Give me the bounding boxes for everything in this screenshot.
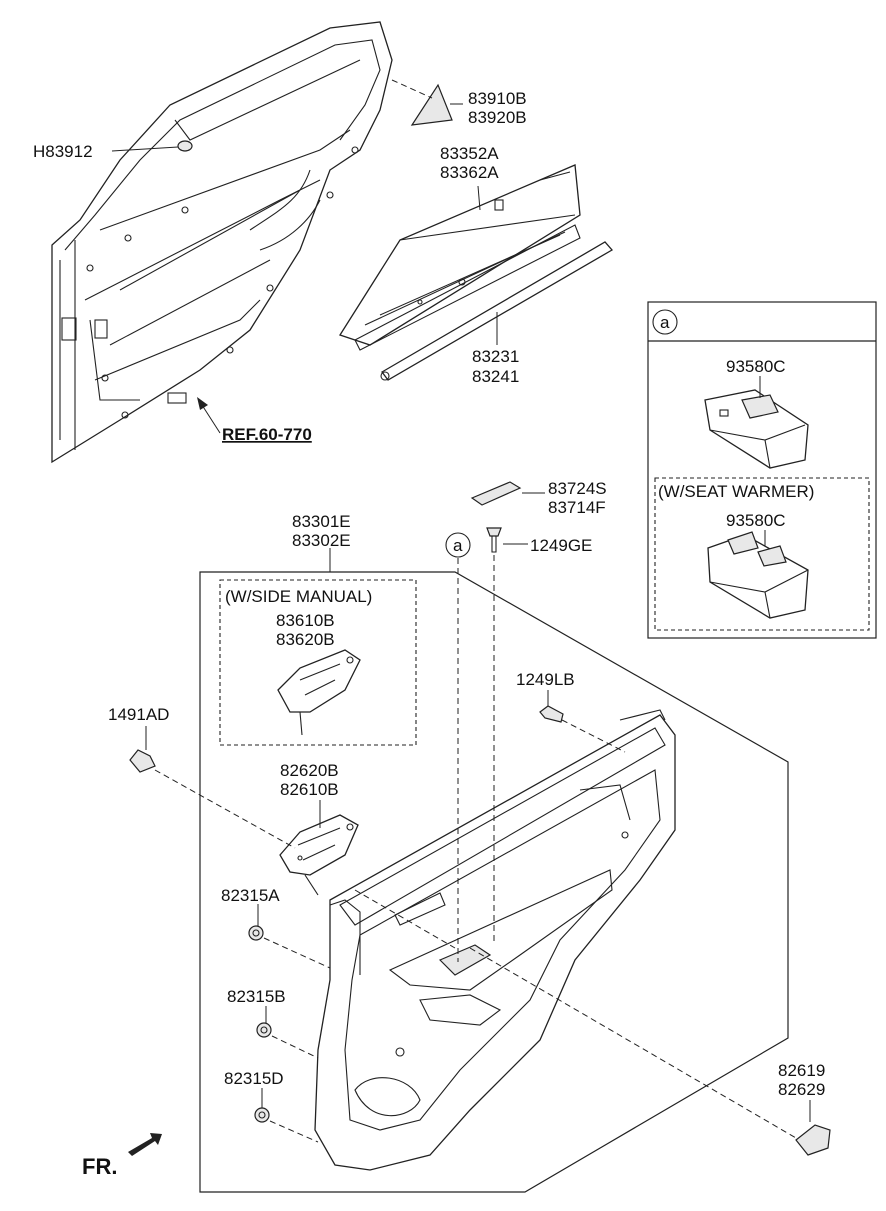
clip-82315b [256, 1022, 272, 1038]
label-seat-warmer: (W/SEAT WARMER) [658, 482, 814, 501]
label-ref: REF.60-770 [222, 425, 312, 444]
weatherstrip-part [380, 241, 614, 381]
corner-trim-part [410, 83, 453, 126]
inset-panel [647, 301, 877, 639]
inside-handle [279, 814, 359, 896]
label-83724s: 83724S [548, 479, 607, 498]
label-83302e: 83302E [292, 531, 351, 550]
label-82620b: 82620B [280, 761, 339, 780]
fastener-1491ad [129, 749, 156, 773]
label-82610b: 82610B [280, 780, 339, 799]
callout-a-marker [445, 532, 471, 558]
clip-82315d [254, 1107, 270, 1123]
screw-1249ge [486, 527, 502, 553]
screw-1249lb [539, 705, 564, 723]
label-83352a: 83352A [440, 144, 499, 163]
label-93580c-top: 93580C [726, 357, 786, 376]
label-1491ad: 1491AD [108, 705, 169, 724]
label-83714f: 83714F [548, 498, 606, 517]
label-callout-a: a [453, 536, 463, 555]
door-frame-panel [51, 21, 393, 464]
label-82315d: 82315D [224, 1069, 284, 1088]
front-direction-arrow [128, 1133, 162, 1156]
label-83620b: 83620B [276, 630, 335, 649]
label-83231: 83231 [472, 347, 519, 366]
side-manual-box [219, 579, 417, 746]
label-83920b: 83920B [468, 108, 527, 127]
label-82619: 82619 [778, 1061, 825, 1080]
ref-arrow [197, 397, 221, 434]
label-1249ge: 1249GE [530, 536, 592, 555]
trim-assembly-frame [199, 571, 789, 1193]
label-93580c-bottom: 93580C [726, 511, 786, 530]
label-1249lb: 1249LB [516, 670, 575, 689]
inside-handle-manual [277, 649, 361, 736]
label-83610b: 83610B [276, 611, 335, 630]
window-switch-top [704, 389, 809, 469]
label-side-manual: (W/SIDE MANUAL) [225, 587, 372, 606]
label-83241: 83241 [472, 367, 519, 386]
h83912-clip [177, 140, 193, 152]
panel-switch [438, 944, 492, 976]
label-83301e: 83301E [292, 512, 351, 531]
label-fr: FR. [82, 1154, 117, 1179]
label-83910b: 83910B [468, 89, 527, 108]
label-83362a: 83362A [440, 163, 499, 182]
label-h83912: H83912 [33, 142, 93, 161]
sunshade-part [339, 164, 581, 351]
door-trim-panel [314, 709, 676, 1171]
trim-cap-part [470, 481, 522, 506]
clip-82315a [248, 925, 264, 941]
cover-82619 [795, 1124, 831, 1156]
label-82315a: 82315A [221, 886, 280, 905]
label-82315b: 82315B [227, 987, 286, 1006]
inset-callout-label: a [660, 313, 670, 332]
label-82629: 82629 [778, 1080, 825, 1099]
window-switch-bottom [707, 531, 809, 619]
